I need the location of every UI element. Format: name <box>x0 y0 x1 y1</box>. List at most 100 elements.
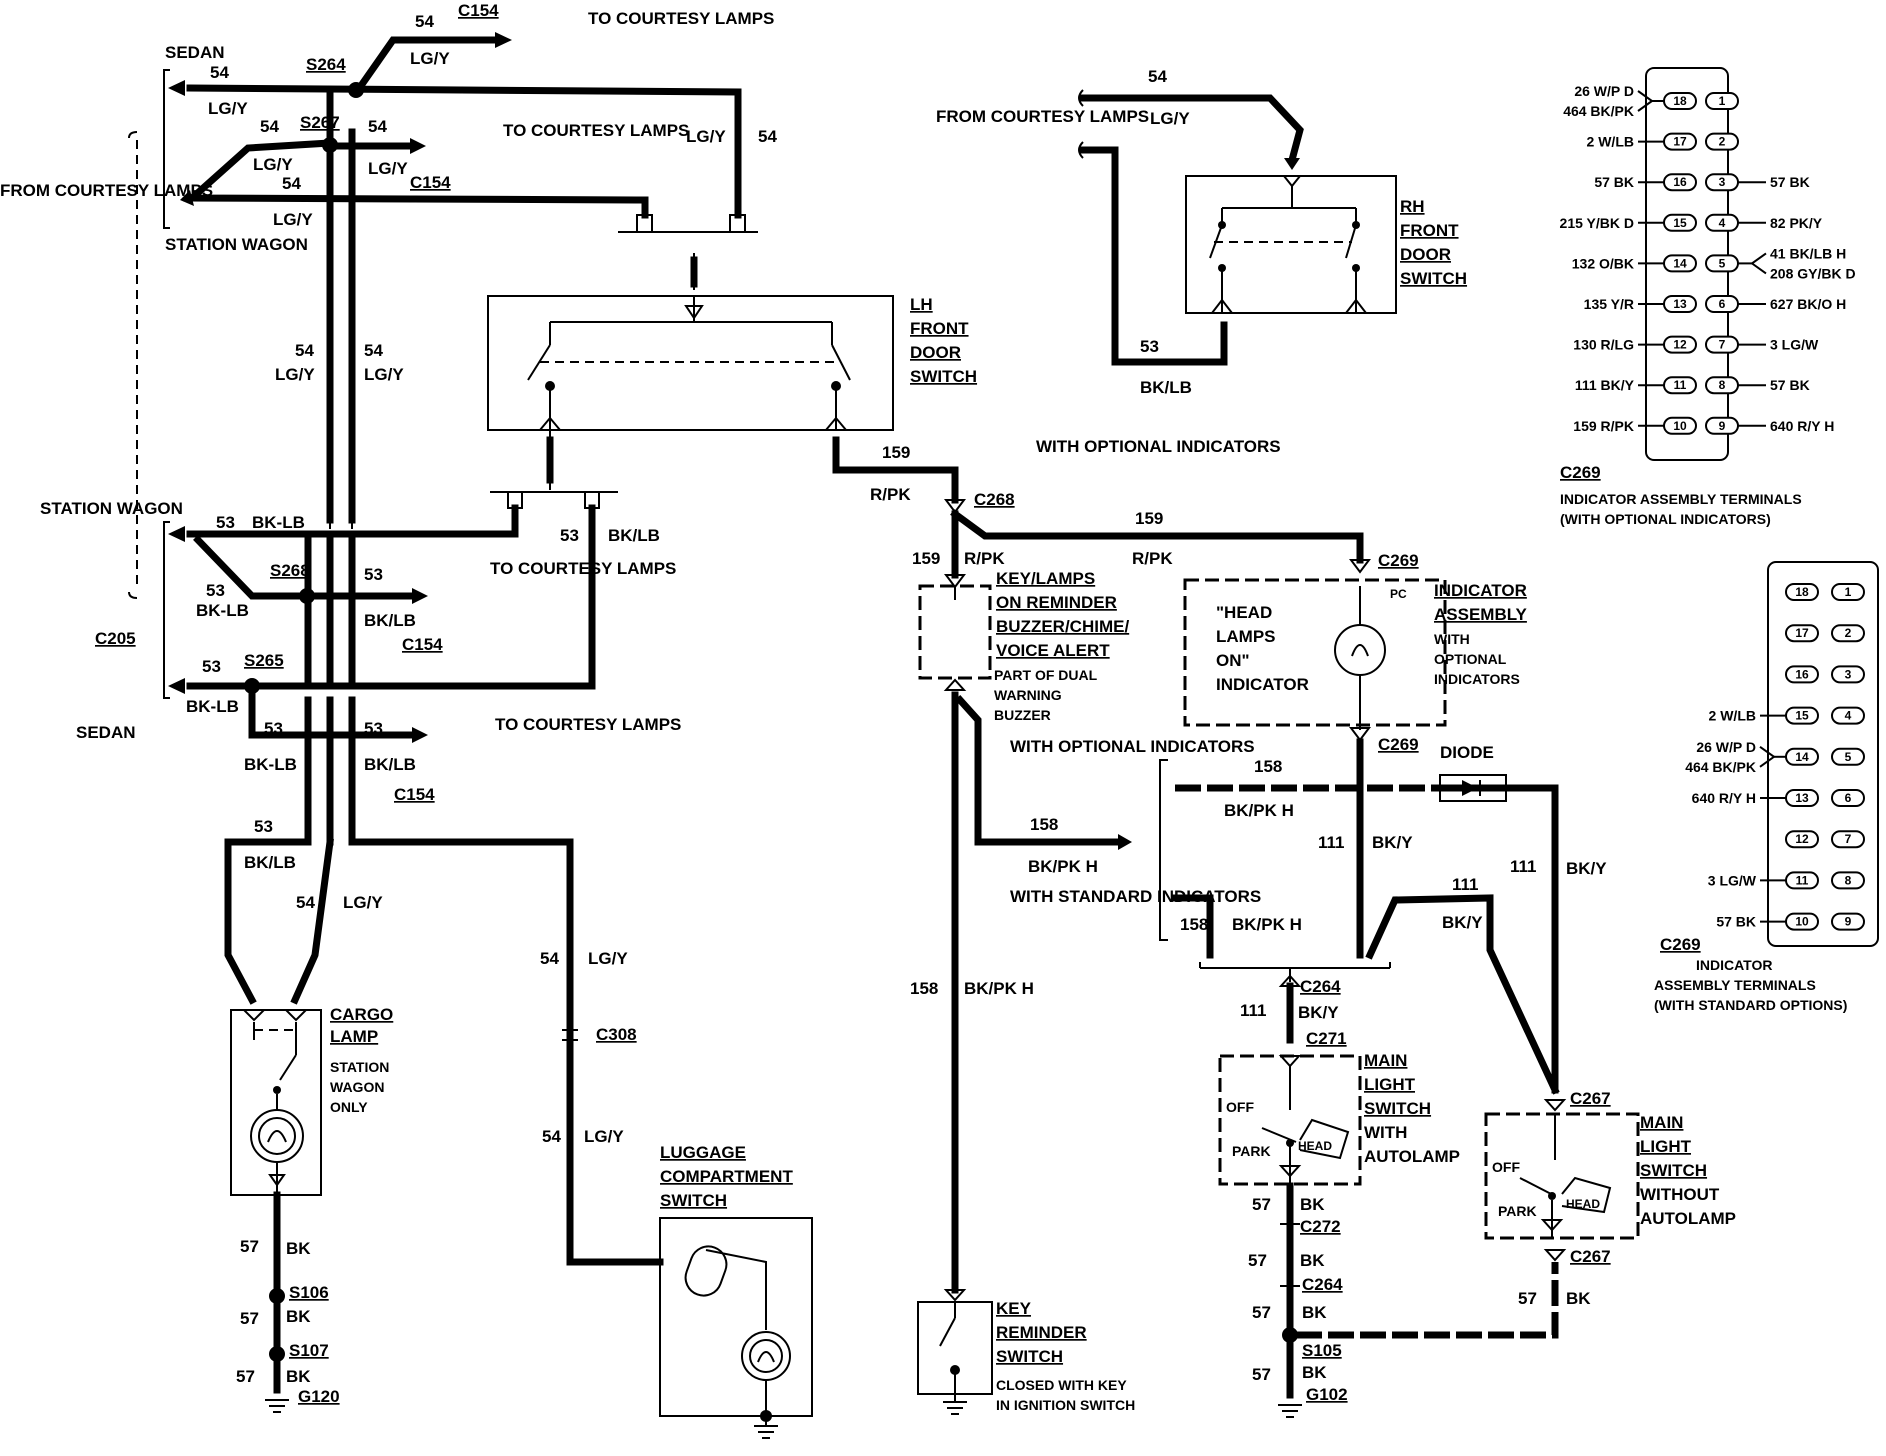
color-lg-y: LG/Y <box>343 893 383 912</box>
terminal-number: 16 <box>1795 667 1809 681</box>
circuit-158: 158 <box>1030 815 1058 834</box>
color-bk-y: BK/Y <box>1566 859 1607 878</box>
connector-c154: C154 <box>458 1 499 20</box>
main-light-switch-manual <box>1484 1099 1640 1262</box>
connector-c269: C269 <box>1378 551 1419 570</box>
terminal-pin <box>1831 789 1865 807</box>
courtesy-connector-upper <box>618 214 758 290</box>
circuit-53: 53 <box>560 526 579 545</box>
terminal-number: 9 <box>1719 419 1726 433</box>
circuit-57: 57 <box>1518 1289 1537 1308</box>
lh-door-switch <box>487 295 894 431</box>
splice-s264: S264 <box>306 55 346 74</box>
terminal-wire-label: 132 O/BK <box>1572 255 1634 271</box>
label-with-optional-2: WITH OPTIONAL INDICATORS <box>1010 737 1255 756</box>
circuit-54: 54 <box>260 117 279 136</box>
color-bk: BK <box>1300 1251 1325 1270</box>
color-bk: BK <box>1302 1303 1327 1322</box>
color-bk-lb: BK/LB <box>244 853 296 872</box>
label-with-optional-1: WITH OPTIONAL INDICATORS <box>1036 437 1281 456</box>
wiring-53 <box>168 504 596 1034</box>
terminal-number: 15 <box>1673 216 1687 230</box>
color-bk: BK <box>1302 1363 1327 1382</box>
connector-c264: C264 <box>1302 1275 1343 1294</box>
connector-c271: C271 <box>1306 1029 1347 1048</box>
circuit-54: 54 <box>295 341 314 360</box>
circuit-57: 57 <box>1248 1251 1267 1270</box>
terminal-wire-label: 57 BK <box>1716 914 1756 930</box>
circuit-54: 54 <box>415 12 434 31</box>
circuit-57: 57 <box>1252 1365 1271 1384</box>
terminal-pin <box>1785 830 1819 849</box>
terminal-wire-label: 111 BK/Y <box>1575 377 1635 393</box>
splice-s267: S267 <box>300 113 340 132</box>
indicator-assembly <box>1183 578 1447 742</box>
terminal-number: 8 <box>1719 378 1726 392</box>
terminal-number: 11 <box>1796 873 1809 887</box>
cargo-ground-wire <box>265 1191 289 1413</box>
connector-c308: C308 <box>596 1025 637 1044</box>
terminal-wire-label: 159 R/PK <box>1573 418 1634 434</box>
terminal-number: 10 <box>1795 915 1809 929</box>
terminal-pin <box>1785 665 1819 684</box>
splice-s268: S268 <box>270 561 310 580</box>
circuit-159: 159 <box>1135 509 1163 528</box>
wiring-158-key <box>943 678 1132 1302</box>
color-bk-y: BK/Y <box>1298 1003 1339 1022</box>
terminal-number: 6 <box>1719 297 1726 311</box>
connector-c154: C154 <box>410 173 451 192</box>
terminal-number: 6 <box>1845 791 1852 805</box>
key-reminder-switch <box>917 1301 993 1415</box>
ground-g102: G102 <box>1306 1385 1348 1404</box>
wiring-159 <box>832 436 1371 589</box>
color-bk-lb: BK/LB <box>608 526 660 545</box>
terminal-wire-label: 57 BK <box>1770 377 1810 393</box>
connector-c267: C267 <box>1570 1247 1611 1266</box>
circuit-54: 54 <box>296 893 315 912</box>
circuit-159: 159 <box>882 443 910 462</box>
terminal-pin <box>1831 830 1865 849</box>
rh-door-switch <box>1078 89 1397 366</box>
terminal-number: 17 <box>1673 135 1687 149</box>
color-lg-y: LG/Y <box>410 49 450 68</box>
terminal-pin <box>1831 624 1865 643</box>
terminal-wire-label: 57 BK <box>1594 174 1634 190</box>
park-label: PARK <box>1498 1203 1537 1219</box>
circuit-53: 53 <box>364 719 383 738</box>
circuit-54: 54 <box>210 63 229 82</box>
terminal-number: 14 <box>1673 256 1687 270</box>
color-r-pk: R/PK <box>870 485 911 504</box>
circuit-159: 159 <box>912 549 940 568</box>
connector-c264: C264 <box>1300 977 1341 996</box>
splice-s106: S106 <box>289 1283 329 1302</box>
diode-label: DIODE <box>1440 743 1494 762</box>
terminal-number: 4 <box>1719 216 1726 230</box>
terminal-wire-label: 215 Y/BK D <box>1560 215 1634 231</box>
terminal-pin <box>1831 665 1865 684</box>
off-label: OFF <box>1492 1159 1520 1175</box>
terminal-wire-label: 464 BK/PK <box>1563 103 1634 119</box>
terminal-number: 18 <box>1673 94 1687 108</box>
head-label: HEAD <box>1566 1197 1600 1211</box>
label-sedan-top: SEDAN <box>165 43 225 62</box>
connector-c268: C268 <box>974 490 1015 509</box>
terminal-wire-label: 3 LG/W <box>1708 872 1757 888</box>
color-lg-y: LG/Y <box>1150 109 1190 128</box>
terminal-pin <box>1785 583 1819 601</box>
